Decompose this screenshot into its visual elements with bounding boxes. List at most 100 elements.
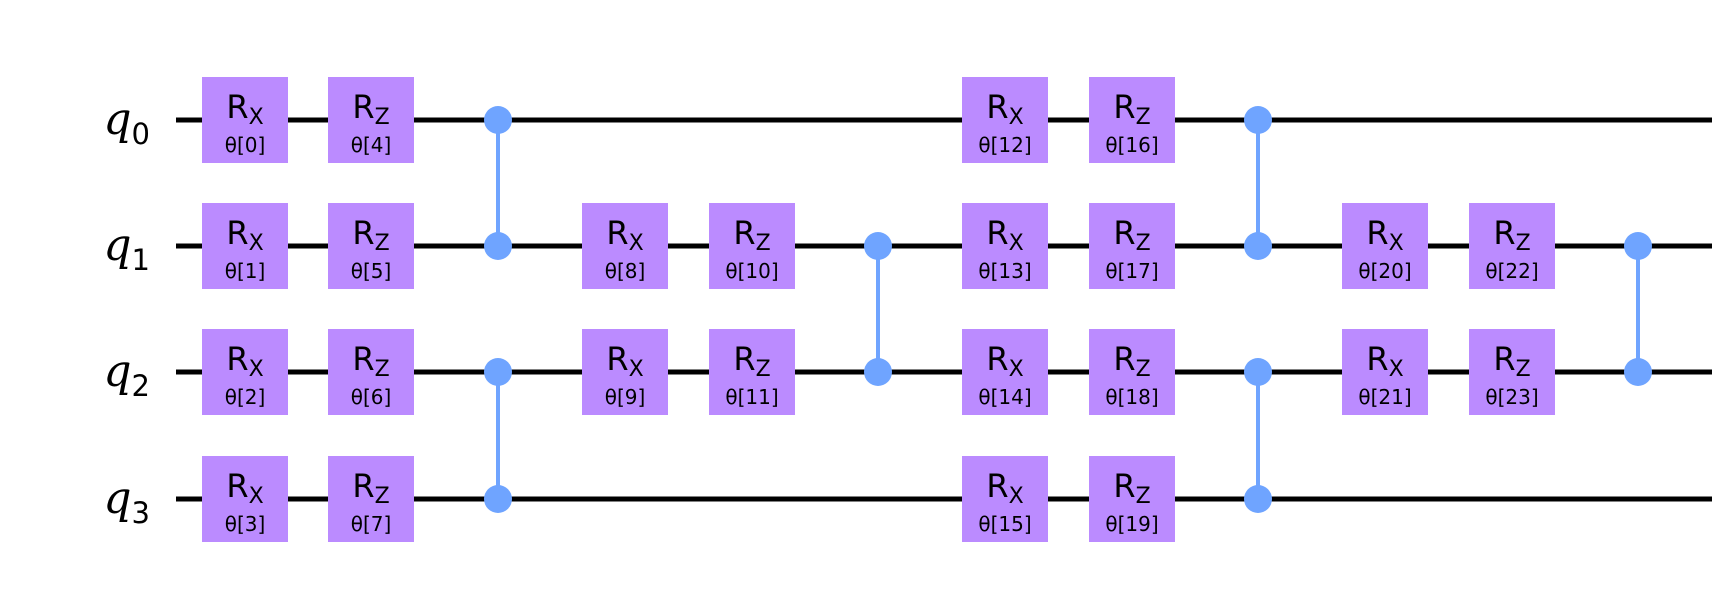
cz-gate [484, 106, 512, 260]
gate-axis: Z [1516, 231, 1531, 256]
cz-control-dot [1244, 106, 1272, 134]
gate-axis: X [1009, 105, 1024, 130]
gate-box [202, 456, 288, 542]
gate-parameter: θ[4] [351, 133, 392, 157]
gate-box [962, 456, 1048, 542]
cz-control-dot [1244, 358, 1272, 386]
gate-parameter: θ[1] [225, 259, 266, 283]
qubit-label-index: 3 [132, 496, 150, 530]
gate-box [709, 203, 795, 289]
rotation-gate: RZθ[23] [1469, 329, 1555, 415]
gate-box [582, 329, 668, 415]
gate-axis: Z [375, 484, 390, 509]
gate-box [328, 77, 414, 163]
gate-name: RX [986, 467, 1023, 509]
gate-box [1089, 203, 1175, 289]
gate-axis: Z [1516, 357, 1531, 382]
gate-box [202, 329, 288, 415]
gate-parameter: θ[0] [225, 133, 266, 157]
qubit-label-name: q [103, 94, 131, 145]
rotation-gate: RXθ[1] [202, 203, 288, 289]
gate-parameter: θ[10] [725, 259, 778, 283]
gate-type: R [986, 214, 1008, 252]
rotation-gate: RXθ[0] [202, 77, 288, 163]
rotation-gates: RXθ[0]RXθ[1]RXθ[2]RXθ[3]RZθ[4]RZθ[5]RZθ[… [202, 77, 1555, 542]
gate-type: R [226, 467, 248, 505]
gate-parameter: θ[20] [1358, 259, 1411, 283]
rotation-gate: RZθ[19] [1089, 456, 1175, 542]
gate-type: R [352, 467, 374, 505]
gate-box [328, 329, 414, 415]
cz-control-dot [864, 232, 892, 260]
qubit-wires [176, 117, 1712, 502]
gate-axis: Z [1136, 357, 1151, 382]
gate-axis: Z [375, 231, 390, 256]
gate-parameter: θ[5] [351, 259, 392, 283]
rotation-gate: RZθ[16] [1089, 77, 1175, 163]
gate-box [1089, 456, 1175, 542]
gate-axis: Z [1136, 105, 1151, 130]
gate-type: R [1113, 214, 1135, 252]
cz-gate [1244, 106, 1272, 260]
cz-control-dot [1244, 485, 1272, 513]
gate-axis: X [1389, 231, 1404, 256]
cz-control-dot [484, 106, 512, 134]
cz-control-dot [1244, 232, 1272, 260]
gate-type: R [1366, 340, 1388, 378]
gate-name: RZ [1493, 214, 1530, 256]
gate-name: RX [606, 340, 643, 382]
gate-axis: X [1389, 357, 1404, 382]
gate-box [709, 329, 795, 415]
rotation-gate: RZθ[11] [709, 329, 795, 415]
gate-type: R [606, 214, 628, 252]
gate-axis: Z [375, 357, 390, 382]
gate-type: R [1493, 340, 1515, 378]
gate-axis: X [1009, 231, 1024, 256]
gate-name: RZ [352, 88, 389, 130]
gate-type: R [1113, 88, 1135, 126]
qubit-label-3: q3 [103, 473, 150, 530]
gate-parameter: θ[9] [605, 385, 646, 409]
gate-parameter: θ[3] [225, 512, 266, 536]
qubit-label-0: q0 [103, 94, 150, 151]
gate-type: R [1493, 214, 1515, 252]
rotation-gate: RXθ[15] [962, 456, 1048, 542]
gate-name: RX [986, 88, 1023, 130]
gate-box [328, 456, 414, 542]
cz-gate [1244, 358, 1272, 513]
gate-type: R [226, 88, 248, 126]
qubit-label-index: 0 [132, 117, 150, 151]
gate-parameter: θ[22] [1485, 259, 1538, 283]
cz-control-dot [484, 485, 512, 513]
gate-type: R [1366, 214, 1388, 252]
gate-box [328, 203, 414, 289]
gate-name: RX [986, 340, 1023, 382]
gate-axis: Z [1136, 231, 1151, 256]
qubit-label-2: q2 [103, 346, 150, 403]
gate-box [962, 329, 1048, 415]
gate-box [1342, 329, 1428, 415]
cz-gate [1624, 232, 1652, 386]
gate-type: R [352, 340, 374, 378]
rotation-gate: RXθ[20] [1342, 203, 1428, 289]
gate-box [202, 77, 288, 163]
gate-name: RX [606, 214, 643, 256]
gate-box [1089, 77, 1175, 163]
gate-name: RZ [1113, 214, 1150, 256]
gate-axis: Z [756, 357, 771, 382]
rotation-gate: RZθ[22] [1469, 203, 1555, 289]
gate-name: RX [986, 214, 1023, 256]
gate-parameter: θ[7] [351, 512, 392, 536]
cz-control-dot [1624, 358, 1652, 386]
gate-parameter: θ[12] [978, 133, 1031, 157]
rotation-gate: RZθ[7] [328, 456, 414, 542]
gate-name: RZ [1113, 467, 1150, 509]
rotation-gate: RX θ[12] [962, 77, 1048, 163]
rotation-gate: RZθ[5] [328, 203, 414, 289]
gate-parameter: θ[11] [725, 385, 778, 409]
gate-axis: X [1009, 484, 1024, 509]
gate-type: R [1113, 340, 1135, 378]
gate-name: RX [226, 340, 263, 382]
gate-type: R [986, 340, 1008, 378]
